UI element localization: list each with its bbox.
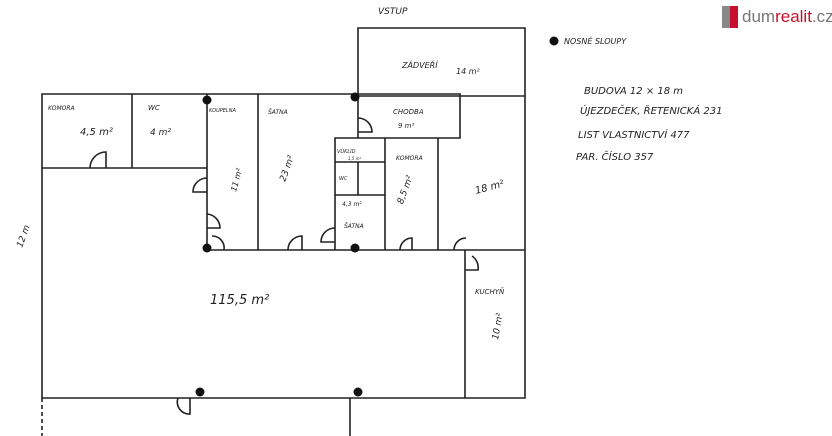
doors <box>89 117 479 415</box>
room-name: KOUPELNA <box>209 108 236 114</box>
info-line: LIST VLASTNICTVÍ 477 <box>578 128 690 141</box>
room-name: ZÁDVEŘÍ <box>401 59 439 70</box>
room-area: 11 m² <box>229 167 244 193</box>
room-name: KUCHYŇ <box>475 287 505 296</box>
legend-label: NOSNÉ SLOUPY <box>564 35 627 46</box>
room-area: 23 m² <box>278 154 297 183</box>
column-dot <box>202 243 212 253</box>
room-area: 4,3 m² <box>342 201 362 208</box>
column-dot <box>350 92 360 102</box>
info-line: BUDOVA 12 × 18 m <box>584 86 683 97</box>
room-area: 4,5 m² <box>80 127 113 138</box>
info-line: ÚJEZDEČEK, ŘETENICKÁ 231 <box>580 104 722 117</box>
dumrealit-logo: dumrealit.cz <box>722 6 832 28</box>
room-area: 4 m² <box>150 128 171 138</box>
room-name: WC <box>339 176 348 182</box>
walls <box>41 27 526 436</box>
entrance-label: VSTUP <box>378 7 408 17</box>
column-dot <box>350 243 360 253</box>
support-columns <box>195 36 559 397</box>
logo-text: dumrealit.cz <box>742 7 832 26</box>
room-area: 14 m² <box>456 67 481 76</box>
legend-dot <box>549 36 559 46</box>
room-area: 1,5 m² <box>348 156 362 161</box>
room-name: KOMORA <box>396 155 423 162</box>
room-name: WC <box>148 104 160 112</box>
labels: VSTUP NOSNÉ SLOUPY BUDOVA 12 × 18 m ÚJEZ… <box>15 7 722 341</box>
column-dot <box>195 387 205 397</box>
logo-icon <box>722 6 738 28</box>
room-name: VÚKLID <box>337 148 356 155</box>
dimension-label: 12 m <box>15 224 32 249</box>
room-name: ŠATNA <box>344 223 364 230</box>
room-area: 9 m² <box>398 122 414 130</box>
room-name: ŠATNA <box>268 109 288 116</box>
room-area: 115,5 m² <box>210 293 269 308</box>
room-area: 10 m² <box>491 312 506 340</box>
room-name: CHODBA <box>393 108 424 116</box>
column-dot <box>202 95 212 105</box>
room-area: 8,5 m² <box>396 174 416 206</box>
room-name: KOMORA <box>48 105 75 112</box>
column-dot <box>353 387 363 397</box>
info-line: PAR. ČÍSLO 357 <box>576 150 654 163</box>
room-area: 18 m² <box>474 179 505 197</box>
